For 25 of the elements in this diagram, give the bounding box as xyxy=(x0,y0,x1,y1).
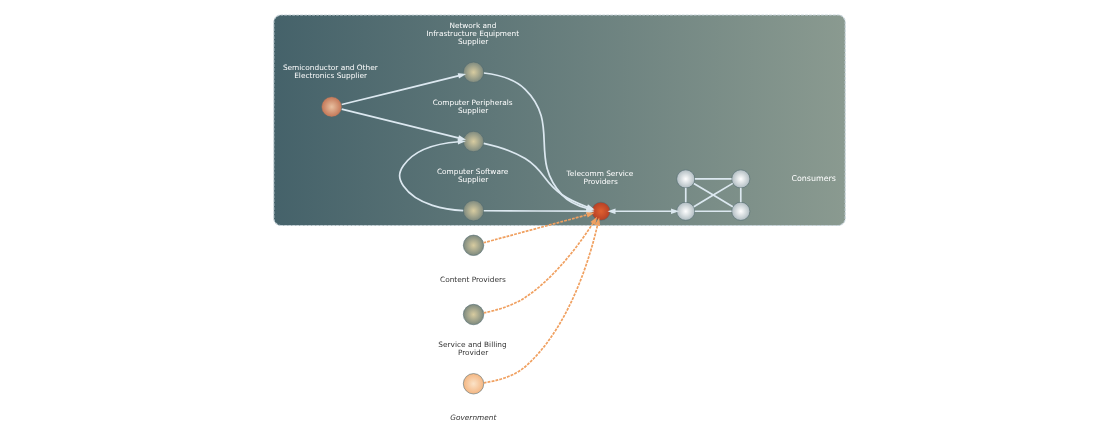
arrow xyxy=(607,208,679,215)
arrow xyxy=(398,139,466,212)
node-circle xyxy=(675,201,695,221)
node-circle xyxy=(462,304,484,326)
node-circle xyxy=(462,131,484,152)
node-circle xyxy=(730,201,750,221)
node-circle xyxy=(462,234,484,256)
node-circle xyxy=(320,96,342,118)
arrow xyxy=(340,73,466,106)
arrow xyxy=(482,216,597,314)
arrow xyxy=(482,217,600,384)
connector xyxy=(693,210,732,213)
node-circle xyxy=(462,373,484,395)
arrow xyxy=(482,212,595,244)
arrow xyxy=(482,208,594,214)
node-circle xyxy=(730,169,750,189)
connector xyxy=(693,178,732,180)
node-circle xyxy=(591,201,610,221)
node-circle xyxy=(462,200,484,222)
node-circle xyxy=(462,61,484,83)
arrow xyxy=(340,108,466,141)
connector xyxy=(684,187,687,204)
node-circle xyxy=(675,169,695,189)
connector xyxy=(692,182,734,208)
connector xyxy=(739,187,742,204)
